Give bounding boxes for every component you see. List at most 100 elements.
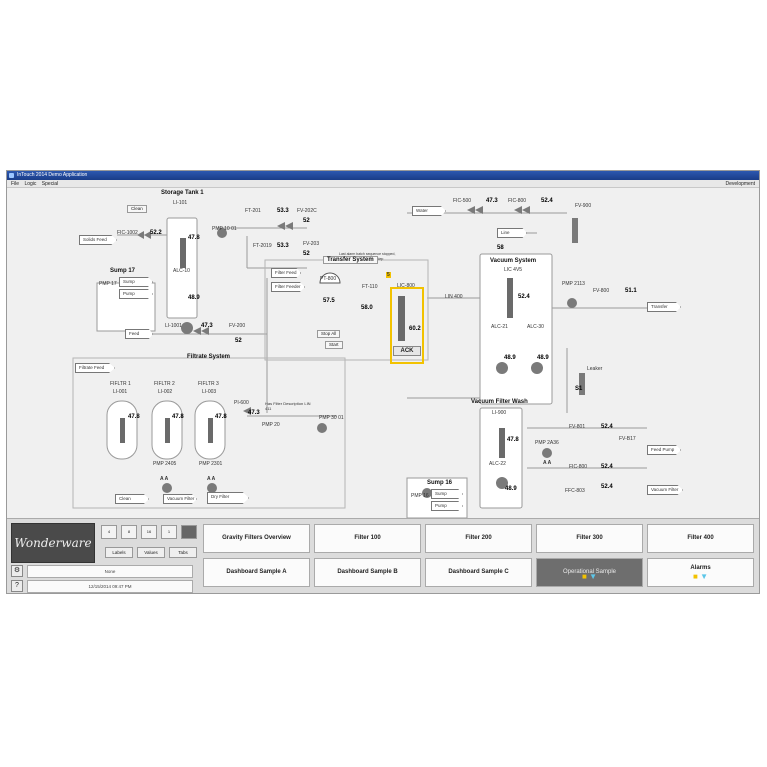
ack-button[interactable]: ACK bbox=[393, 346, 421, 356]
right-pump-tag: PMP 2113 bbox=[562, 281, 585, 287]
storage-pump-tag: PMP 10 01 bbox=[212, 226, 237, 232]
filtrate-dry-button[interactable]: Dry Filter bbox=[207, 492, 249, 504]
transfer-filter-feed[interactable]: Filter Feed bbox=[271, 268, 301, 278]
input-line[interactable]: Line bbox=[497, 228, 527, 238]
right-transfer-button[interactable]: Transfer bbox=[647, 302, 681, 312]
pmp2a36-mode: A A bbox=[543, 460, 552, 466]
transfer-start-button[interactable]: Start bbox=[325, 341, 343, 349]
storage-tank-level: 47.8 bbox=[188, 235, 200, 241]
ft201-value: 53.3 bbox=[277, 208, 289, 214]
nav-dashboard-c[interactable]: Dashboard Sample C bbox=[425, 558, 532, 587]
values-tab[interactable]: Values bbox=[137, 547, 165, 558]
storage-clean-button[interactable]: Clean bbox=[127, 205, 147, 213]
nav-alarms[interactable]: Alarms ■ ▼ bbox=[647, 558, 754, 587]
input-water[interactable]: Water bbox=[412, 206, 446, 216]
fic-left-value: 52.2 bbox=[150, 230, 162, 236]
filter3-value: 47.8 bbox=[215, 414, 227, 420]
wonderware-logo: Wonderware bbox=[11, 523, 95, 563]
menu-logic[interactable]: Logic bbox=[24, 181, 37, 187]
lic800-tag: LIC-800 bbox=[397, 283, 415, 289]
filtrate-pump1-tag: PMP 2405 bbox=[153, 461, 177, 467]
fv202c-tag: FV-202C bbox=[297, 208, 317, 214]
filtrate-clean-button[interactable]: Clean bbox=[115, 494, 149, 504]
filter2-tag: FIFLTR 2 bbox=[154, 381, 175, 387]
nav-filter-400[interactable]: Filter 400 bbox=[647, 524, 754, 553]
right-fv-value: 51.1 bbox=[625, 288, 637, 294]
pi600-value: 47.3 bbox=[248, 410, 260, 416]
nav-gravity-filters-overview[interactable]: Gravity Filters Overview bbox=[203, 524, 310, 553]
filter3-tag: FIFLTR 3 bbox=[198, 381, 219, 387]
transfer-filter-feeder[interactable]: Filter Feeder bbox=[271, 282, 305, 292]
leaker-label: Leaker bbox=[587, 366, 603, 372]
right-fv-tag: FV-800 bbox=[593, 288, 610, 294]
nav-dashboard-a[interactable]: Dashboard Sample A bbox=[203, 558, 310, 587]
fv801-tag: FV-801 bbox=[569, 424, 586, 430]
settings-icon[interactable]: ⚙ bbox=[11, 565, 23, 577]
labels-tab[interactable]: Labels bbox=[105, 547, 133, 558]
fic-left-tag: FIC-1002 bbox=[117, 230, 138, 236]
filter1-sub: LI-001 bbox=[113, 389, 128, 395]
storage-valve-tag: ALC-10 bbox=[173, 268, 190, 274]
wash-value: 47.8 bbox=[507, 437, 519, 443]
nav-filter-100[interactable]: Filter 100 bbox=[314, 524, 421, 553]
alarm-badge[interactable]: 5 bbox=[386, 272, 391, 278]
menu-file[interactable]: File bbox=[11, 181, 20, 187]
feed-valve-value: 47.3 bbox=[201, 323, 213, 329]
vacuum-title: Vacuum System bbox=[490, 258, 537, 264]
vacuum-right-tag: ALC-30 bbox=[527, 324, 544, 330]
nav-filter-300[interactable]: Filter 300 bbox=[536, 524, 643, 553]
nav-filter-200[interactable]: Filter 200 bbox=[425, 524, 532, 553]
sump17-sump-button[interactable]: Sump bbox=[119, 277, 153, 287]
filter2-sub: LI-002 bbox=[158, 389, 173, 395]
input-feed[interactable]: Feed bbox=[125, 329, 153, 339]
ft2019-value: 53.3 bbox=[277, 243, 289, 249]
timestamp-field: 12/15/2014 09:47 PM bbox=[27, 580, 193, 593]
title-bar: InTouch 2014 Demo Application bbox=[7, 171, 759, 180]
menu-bar: File Logic Special Development bbox=[7, 180, 759, 188]
zoom-button-1[interactable]: 4 bbox=[101, 525, 117, 539]
fv-top-tag: FV-200 bbox=[229, 323, 246, 329]
sump17-pump-button[interactable]: Pump bbox=[119, 289, 153, 299]
filtrate-vacuum-button[interactable]: Vacuum Filter bbox=[163, 494, 197, 504]
sump16-pump-button[interactable]: Pump bbox=[431, 501, 463, 511]
out-feed-pump[interactable]: Feed Pump bbox=[647, 445, 681, 455]
zoom-button-3[interactable]: 16 bbox=[141, 525, 157, 539]
help-icon[interactable]: ? bbox=[11, 580, 23, 592]
wash-alc-value: 48.9 bbox=[505, 486, 517, 492]
filtrate-feed-input[interactable]: Filtrate Feed bbox=[75, 363, 115, 373]
fvb17-tag: FV-B17 bbox=[619, 436, 636, 442]
lic800-value: 60.2 bbox=[409, 326, 421, 332]
nav-dashboard-b[interactable]: Dashboard Sample B bbox=[314, 558, 421, 587]
wash-alc-tag: ALC-22 bbox=[489, 461, 506, 467]
sump16-sump-button[interactable]: Sump bbox=[431, 489, 463, 499]
input-solids-feed[interactable]: Solids Feed bbox=[79, 235, 117, 245]
menu-development[interactable]: Development bbox=[725, 181, 755, 187]
vacuum-top-value: 58 bbox=[497, 245, 504, 251]
sump16-pump-tag: PMP 16 bbox=[411, 493, 429, 499]
fv-top-value: 52 bbox=[235, 338, 242, 344]
pt800-tag: PT-800 bbox=[320, 276, 337, 282]
fv203-value: 52 bbox=[303, 251, 310, 257]
wash-tag: LI-900 bbox=[492, 410, 507, 416]
filter1-value: 47.8 bbox=[128, 414, 140, 420]
pt800-value: 57.5 bbox=[323, 298, 335, 304]
menu-special[interactable]: Special bbox=[41, 181, 59, 187]
zoom-button-5[interactable] bbox=[181, 525, 197, 539]
vacuum-left-tag: ALC-21 bbox=[491, 324, 508, 330]
vacuum-tag: LIC 4V5 bbox=[504, 267, 523, 273]
fic500-value: 47.3 bbox=[486, 198, 498, 204]
tabs-tab[interactable]: Tabs bbox=[169, 547, 197, 558]
vacuum-left-value: 48.9 bbox=[504, 355, 516, 361]
ffc803-value: 52.4 bbox=[601, 484, 613, 490]
zoom-button-4[interactable]: 1 bbox=[161, 525, 177, 539]
out-vacuum-filter[interactable]: Vacuum Filter bbox=[647, 485, 683, 495]
nav-operational-sample[interactable]: Operational Sample ■ ▼ bbox=[536, 558, 643, 587]
fic800-low-tag: FIC-800 bbox=[569, 464, 588, 470]
vacuum-right-value: 48.9 bbox=[537, 355, 549, 361]
pi600-tag: PI-600 bbox=[234, 400, 249, 406]
filter2-value: 47.8 bbox=[172, 414, 184, 420]
storage-tank-title: Storage Tank 1 bbox=[161, 190, 204, 196]
transfer-stop-all[interactable]: Stop All bbox=[317, 330, 341, 338]
zoom-button-2[interactable]: 8 bbox=[121, 525, 137, 539]
piping-diagram bbox=[72, 206, 647, 518]
